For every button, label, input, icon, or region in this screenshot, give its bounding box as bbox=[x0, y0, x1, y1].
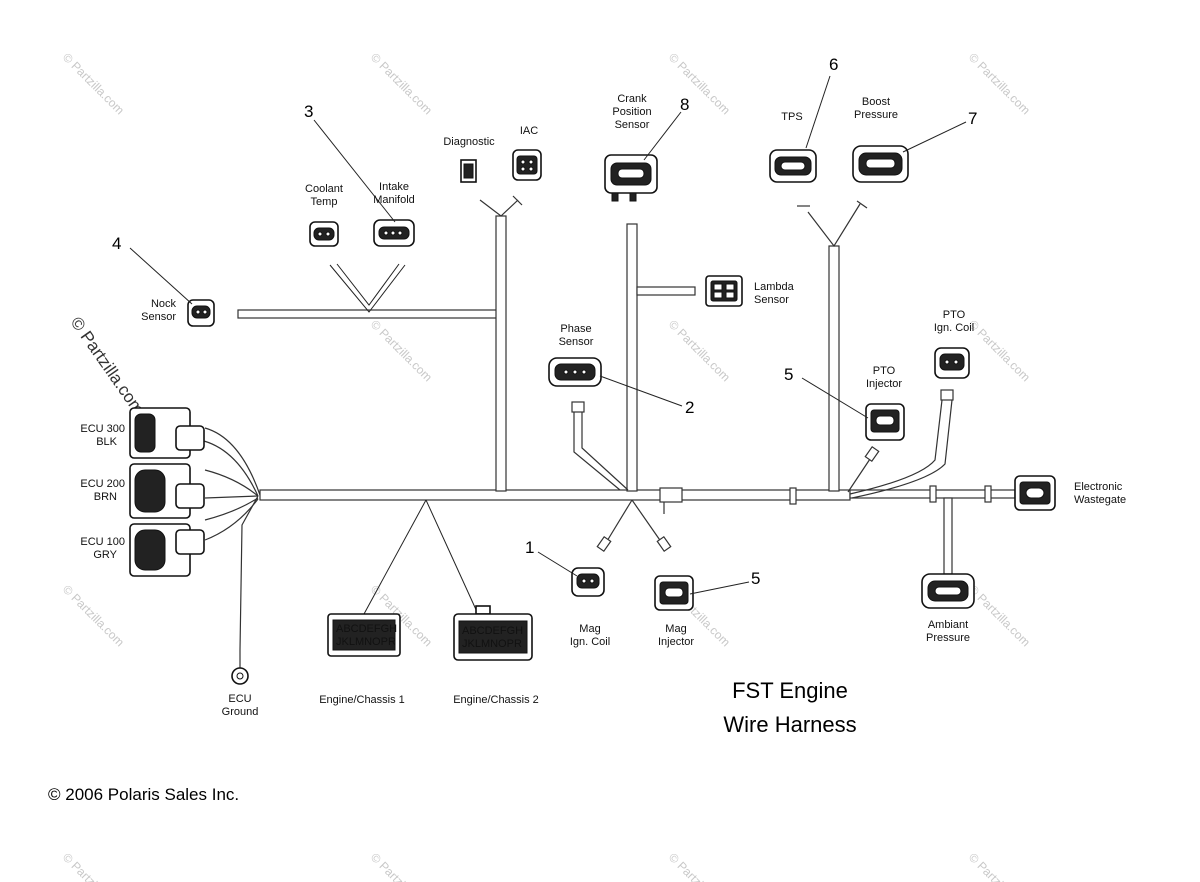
engine-chassis-1-pins-top: ABCDEFGH bbox=[336, 623, 397, 635]
copyright-notice: © 2006 Polaris Sales Inc. bbox=[48, 785, 239, 804]
ambiant-pressure-connector bbox=[921, 573, 975, 609]
wastegate-label-1: Electronic bbox=[1074, 481, 1123, 493]
knock-sensor-label-1: Nock bbox=[151, 298, 177, 310]
engine-chassis-1-connector: ABCDEFGH JKLMNOPR bbox=[327, 613, 401, 657]
iac-label: IAC bbox=[520, 125, 538, 137]
pto-ign-coil-connector bbox=[934, 347, 970, 379]
intake-manifold-connector bbox=[373, 219, 415, 247]
callout-2: 2 bbox=[685, 398, 694, 417]
watermark: © Partzilla.com bbox=[966, 50, 1033, 117]
pto-injector-connector bbox=[865, 403, 905, 441]
knock-sensor-connector bbox=[187, 299, 215, 327]
diagram-title-line-2: Wire Harness bbox=[723, 712, 856, 737]
callout-7: 7 bbox=[968, 109, 977, 128]
callout-leaders bbox=[129, 75, 967, 595]
pto-injector-label-2: Injector bbox=[866, 378, 902, 390]
watermark: © Partzilla.com bbox=[966, 850, 1033, 882]
knock-sensor-label-2: Sensor bbox=[141, 311, 176, 323]
mag-ign-coil-label-1: Mag bbox=[579, 623, 600, 635]
watermark: © Partzilla.com bbox=[368, 317, 435, 384]
watermark: © Partzilla.com bbox=[666, 317, 733, 384]
watermark: © Partzilla.com bbox=[60, 50, 127, 117]
coolant-temp-connector bbox=[309, 221, 339, 247]
diagnostic-label: Diagnostic bbox=[443, 136, 495, 148]
watermark: © Partzilla.com bbox=[966, 582, 1033, 649]
engine-chassis-2-pins-bottom: JKLMNOPR bbox=[462, 638, 522, 650]
callout-1: 1 bbox=[525, 538, 534, 557]
watermark: © Partzilla.com bbox=[368, 50, 435, 117]
ecu-100-label-2: GRY bbox=[93, 549, 117, 561]
crank-sensor-label-1: Crank bbox=[617, 93, 647, 105]
crank-position-sensor-connector bbox=[604, 154, 658, 202]
ecu-100-connector bbox=[129, 523, 205, 577]
electronic-wastegate-connector bbox=[1014, 475, 1056, 511]
diagnostic-connector bbox=[460, 159, 477, 183]
watermark: © Partzilla.com bbox=[368, 850, 435, 882]
ecu-200-connector bbox=[129, 463, 205, 519]
lambda-sensor-label-2: Sensor bbox=[754, 294, 789, 306]
ecu-100-label-1: ECU 100 bbox=[80, 536, 125, 548]
iac-connector bbox=[512, 149, 542, 181]
engine-chassis-2-pins-top: ABCDEFGH bbox=[462, 625, 523, 637]
callout-8: 8 bbox=[680, 95, 689, 114]
ambiant-pressure-label-1: Ambiant bbox=[928, 619, 968, 631]
ecu-ground-label-1: ECU bbox=[228, 693, 251, 705]
pto-injector-label-1: PTO bbox=[873, 365, 896, 377]
ecu-200-label-1: ECU 200 bbox=[80, 478, 125, 490]
lambda-sensor-connector bbox=[705, 275, 743, 307]
engine-chassis-1-label: Engine/Chassis 1 bbox=[319, 694, 405, 706]
callout-3: 3 bbox=[304, 102, 313, 121]
watermark: © Partzilla.com bbox=[60, 582, 127, 649]
engine-chassis-1-pins-bottom: JKLMNOPR bbox=[336, 636, 396, 648]
boost-pressure-connector bbox=[852, 145, 909, 183]
phase-sensor-connector bbox=[548, 357, 602, 387]
pto-ign-coil-label-1: PTO bbox=[943, 309, 966, 321]
mag-injector-label-1: Mag bbox=[665, 623, 686, 635]
intake-manifold-label-1: Intake bbox=[379, 181, 409, 193]
crank-sensor-label-3: Sensor bbox=[615, 119, 650, 131]
intake-manifold-label-2: Manifold bbox=[373, 194, 415, 206]
callout-6: 6 bbox=[829, 55, 838, 74]
ecu-300-label-2: BLK bbox=[96, 436, 117, 448]
ecu-200-label-2: BRN bbox=[94, 491, 117, 503]
boost-pressure-label-1: Boost bbox=[862, 96, 890, 108]
ecu-300-connector bbox=[129, 407, 205, 459]
callout-5-mag: 5 bbox=[751, 569, 760, 588]
crank-sensor-label-2: Position bbox=[612, 106, 651, 118]
watermark: © Partzilla.com bbox=[666, 850, 733, 882]
mag-injector-label-2: Injector bbox=[658, 636, 694, 648]
ecu-ground-label-2: Ground bbox=[222, 706, 259, 718]
component-labels: Nock Sensor Coolant Temp Intake Manifold… bbox=[80, 93, 1126, 718]
phase-sensor-label-2: Sensor bbox=[559, 336, 594, 348]
ambiant-pressure-label-2: Pressure bbox=[926, 632, 970, 644]
tps-label: TPS bbox=[781, 111, 802, 123]
boost-pressure-label-2: Pressure bbox=[854, 109, 898, 121]
callout-5-pto: 5 bbox=[784, 365, 793, 384]
tps-connector bbox=[769, 149, 817, 183]
phase-sensor-label-1: Phase bbox=[560, 323, 591, 335]
mag-injector-connector bbox=[654, 575, 694, 611]
watermark: © Partzilla.com bbox=[60, 850, 127, 882]
lambda-sensor-label-1: Lambda bbox=[754, 281, 795, 293]
watermark-large: © Partzilla.com bbox=[67, 313, 148, 418]
wastegate-label-2: Wastegate bbox=[1074, 494, 1126, 506]
callout-numbers: 4 3 8 6 7 2 5 1 5 bbox=[112, 55, 977, 588]
engine-chassis-2-connector: ABCDEFGH JKLMNOPR bbox=[453, 605, 533, 661]
pto-ign-coil-label-2: Ign. Coil bbox=[934, 322, 974, 334]
coolant-temp-label-2: Temp bbox=[311, 196, 338, 208]
mag-ign-coil-label-2: Ign. Coil bbox=[570, 636, 610, 648]
watermark: © Partzilla.com bbox=[666, 50, 733, 117]
callout-4: 4 bbox=[112, 234, 121, 253]
coolant-temp-label-1: Coolant bbox=[305, 183, 343, 195]
diagram-title-line-1: FST Engine bbox=[732, 678, 848, 703]
mag-ign-coil-connector bbox=[571, 567, 605, 597]
ecu-ground-terminal bbox=[231, 650, 249, 685]
watermark: © Partzilla.com bbox=[966, 317, 1033, 384]
ecu-300-label-1: ECU 300 bbox=[80, 423, 125, 435]
engine-chassis-2-label: Engine/Chassis 2 bbox=[453, 694, 539, 706]
